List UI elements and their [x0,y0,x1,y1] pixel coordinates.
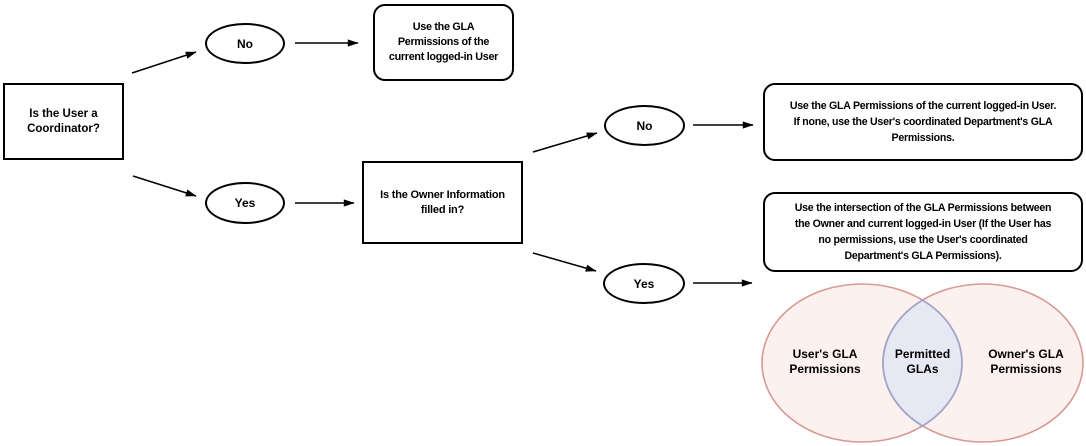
node-branch-yes-2-label: Yes [633,276,655,291]
node-branch-no-2-label: No [636,118,653,133]
arrow-coordinator-to-yes [132,175,197,197]
node-branch-yes-1-label: Yes [234,196,256,210]
node-branch-yes-1: Yes [205,182,285,224]
arrow-coordinator-to-no [131,51,197,74]
node-result-owner-filled: Use the intersection of the GLA Permissi… [763,192,1083,272]
connectors [131,39,754,287]
arrow-owner-question-to-yes [532,252,597,272]
node-result-owner-empty: Use the GLA Permissions of the current l… [763,83,1083,161]
arrow-owner-question-to-no [532,132,598,153]
node-result-owner-filled-label: Use the intersection of the GLA Permissi… [794,202,1052,262]
node-branch-no-2: No [604,105,685,146]
venn-diagram [761,283,1084,443]
node-branch-yes-2: Yes [603,263,685,304]
node-branch-no-1: No [205,23,285,64]
node-branch-no-1-label: No [237,36,253,51]
venn-intersection [882,299,963,427]
node-result-owner-empty-label: Use the GLA Permissions of the current l… [789,100,1057,144]
